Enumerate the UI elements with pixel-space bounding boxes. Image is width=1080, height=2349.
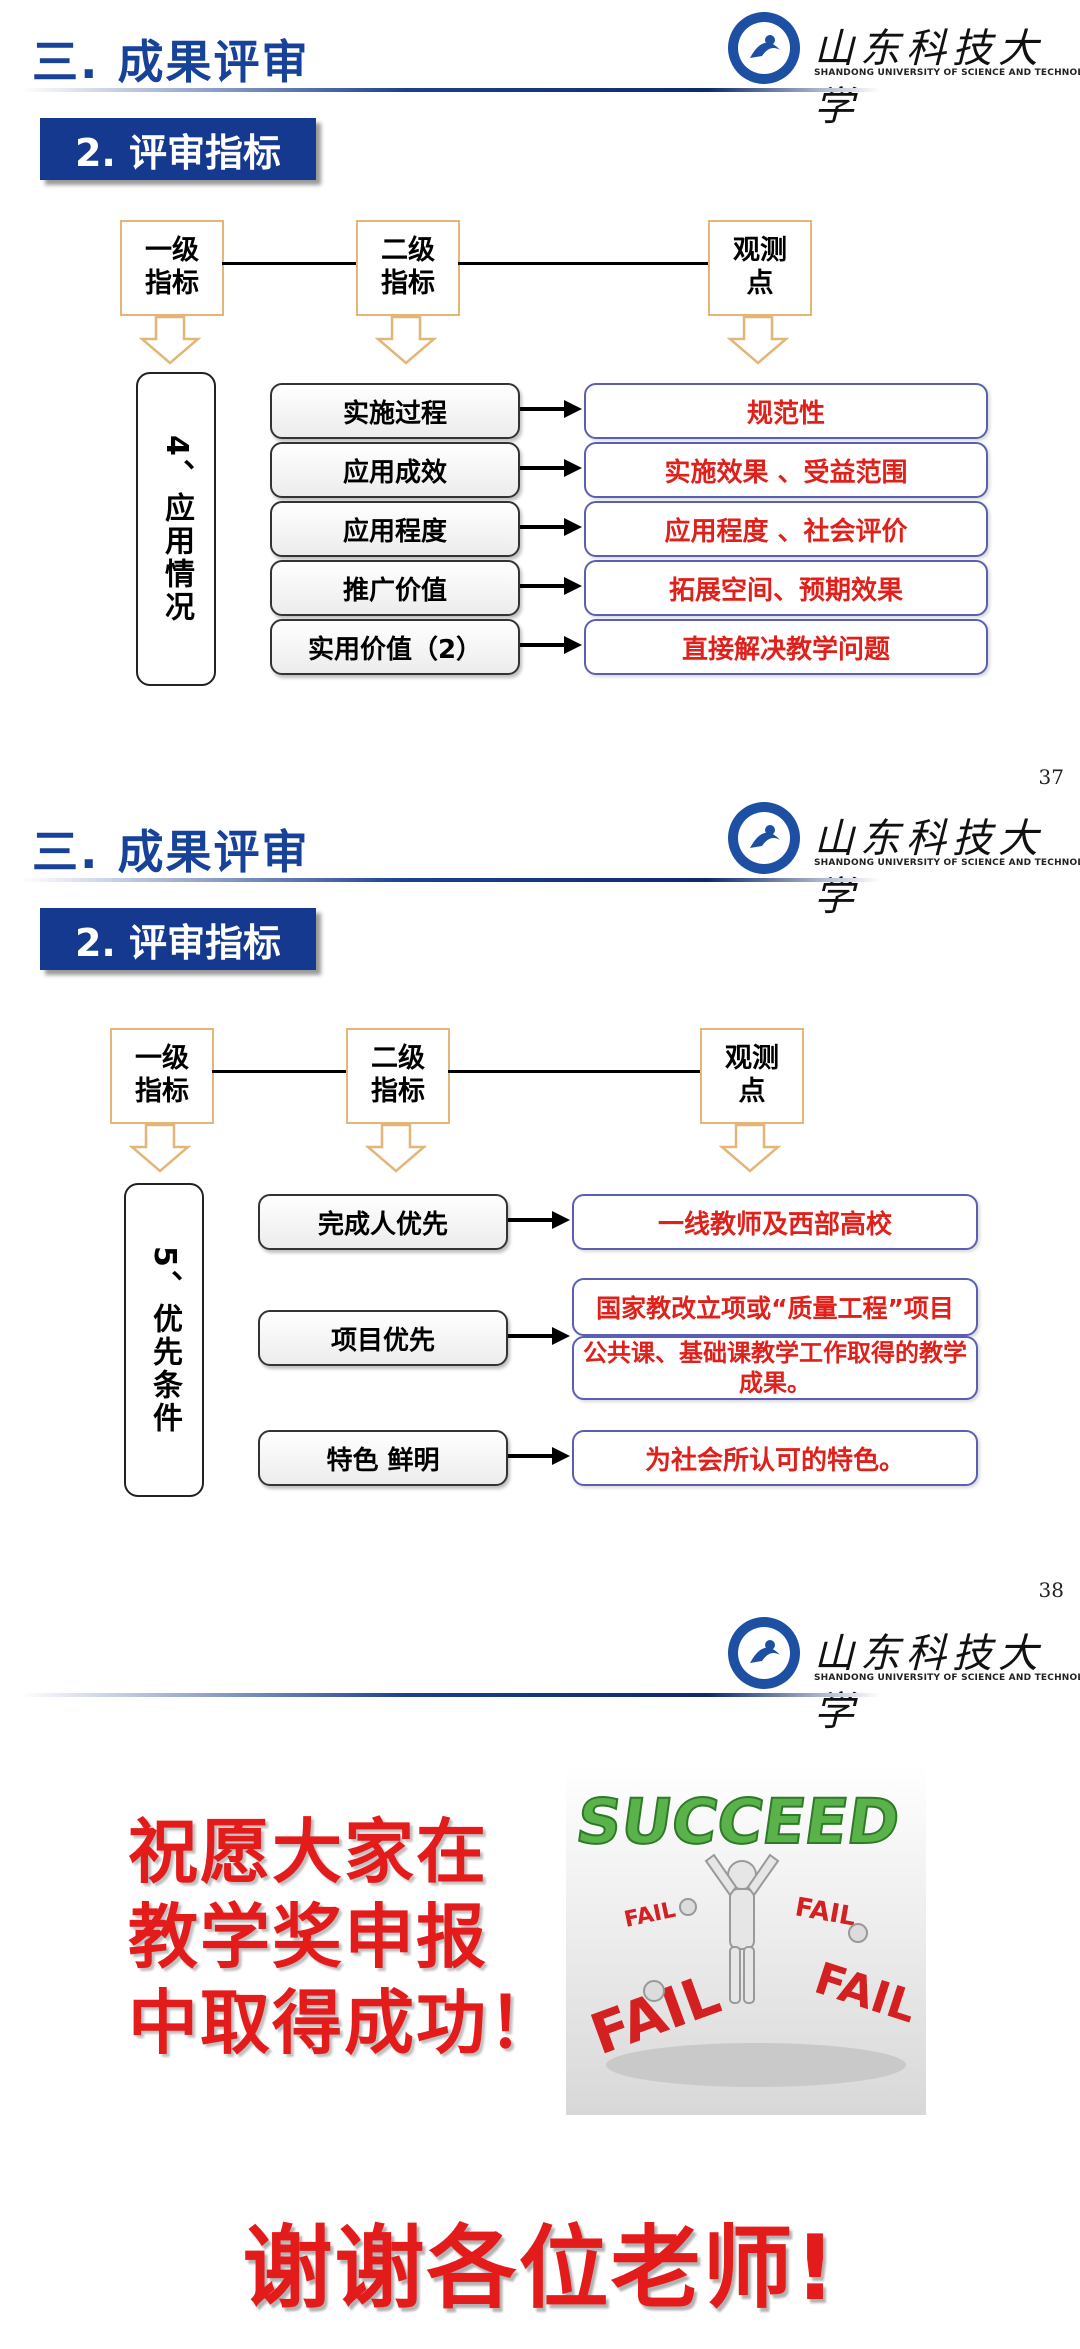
right-arrow-icon <box>520 459 582 477</box>
slide-37: 三. 成果评审 山东科技大学 SHANDONG UNIVERSITY OF SC… <box>0 0 1080 789</box>
level-3-box: 观测 点 <box>708 220 812 316</box>
wish-text: 祝愿大家在 教学奖申报 中取得成功！ <box>128 1810 560 2066</box>
right-arrow-icon <box>520 636 582 654</box>
item-box: 应用程度 <box>270 501 520 557</box>
wish-line: 祝愿大家在 <box>128 1811 488 1893</box>
observation-point: 规范性 <box>584 383 988 439</box>
down-arrow-icon <box>138 315 202 365</box>
level-2-box: 二级 指标 <box>356 220 460 316</box>
observation-point: 应用程度 、社会评价 <box>584 501 988 557</box>
thanks-text: 谢谢各位老师! <box>242 2216 838 2321</box>
university-logo: 山东科技大学 SHANDONG UNIVERSITY OF SCIENCE AN… <box>726 800 1080 920</box>
closing-slide: 山东科技大学 SHANDONG UNIVERSITY OF SCIENCE AN… <box>0 1605 1080 2349</box>
category-box: 5、优先条件 <box>124 1183 204 1497</box>
down-arrow-icon <box>128 1123 192 1173</box>
category-box: 4、应用情况 <box>136 372 216 686</box>
logo-english-name: SHANDONG UNIVERSITY OF SCIENCE AND TECHN… <box>814 68 1080 78</box>
succeed-word: SUCCEED <box>572 1785 904 1858</box>
logo-english-name: SHANDONG UNIVERSITY OF SCIENCE AND TECHN… <box>814 858 1080 868</box>
level-connector <box>222 262 356 265</box>
level-3-box: 观测 点 <box>700 1028 804 1124</box>
item-box: 完成人优先 <box>258 1194 508 1250</box>
right-arrow-icon <box>508 1327 570 1345</box>
observation-point: 实施效果 、受益范围 <box>584 442 988 498</box>
category-label: 4、应用情况 <box>159 434 194 624</box>
logo-english-name: SHANDONG UNIVERSITY OF SCIENCE AND TECHN… <box>814 1673 1080 1683</box>
observation-point: 拓展空间、预期效果 <box>584 560 988 616</box>
university-logo: 山东科技大学 SHANDONG UNIVERSITY OF SCIENCE AN… <box>726 1615 1080 1735</box>
observation-point: 公共课、基础课教学工作取得的教学成果。 <box>572 1336 978 1400</box>
logo-chinese-name: 山东科技大学 <box>814 816 1044 920</box>
page-number: 38 <box>1038 1578 1064 1602</box>
succeed-illustration: SUCCEED FAIL FAIL FAIL FAIL <box>566 1765 926 2115</box>
level-2-box: 二级 指标 <box>346 1028 450 1124</box>
header-divider <box>20 1693 880 1697</box>
down-arrow-icon <box>718 1123 782 1173</box>
page-number: 37 <box>1038 765 1064 789</box>
right-arrow-icon <box>520 400 582 418</box>
section-title: 三. 成果评审 <box>32 35 310 89</box>
item-box: 实用价值（2） <box>270 619 520 675</box>
university-logo: 山东科技大学 SHANDONG UNIVERSITY OF SCIENCE AN… <box>726 10 1080 130</box>
right-arrow-icon <box>508 1211 570 1229</box>
level-connector <box>212 1070 346 1073</box>
section-title: 三. 成果评审 <box>32 825 310 879</box>
wish-line: 教学奖申报 <box>128 1896 488 1979</box>
university-emblem-icon <box>728 12 800 84</box>
observation-point: 直接解决教学问题 <box>584 619 988 675</box>
item-box: 推广价值 <box>270 560 520 616</box>
logo-chinese-name: 山东科技大学 <box>814 26 1044 130</box>
down-arrow-icon <box>364 1123 428 1173</box>
observation-point: 为社会所认可的特色。 <box>572 1430 978 1486</box>
wish-line: 中取得成功！ <box>128 1981 560 2064</box>
right-arrow-icon <box>508 1447 570 1465</box>
observation-point: 一线教师及西部高校 <box>572 1194 978 1250</box>
header-divider <box>20 88 880 92</box>
item-box: 特色 鲜明 <box>258 1430 508 1486</box>
header-divider <box>20 878 880 882</box>
level-1-box: 一级 指标 <box>110 1028 214 1124</box>
item-box: 应用成效 <box>270 442 520 498</box>
slide-38: 三. 成果评审 山东科技大学 SHANDONG UNIVERSITY OF SC… <box>0 790 1080 1610</box>
item-box: 项目优先 <box>258 1310 508 1366</box>
subtitle-banner: 2. 评审指标 <box>40 908 316 970</box>
observation-point: 国家教改立项或“质量工程”项目 <box>572 1278 978 1336</box>
level-connector <box>458 262 708 265</box>
university-emblem-icon <box>728 802 800 874</box>
item-box: 实施过程 <box>270 383 520 439</box>
university-emblem-icon <box>728 1617 800 1689</box>
subtitle-banner: 2. 评审指标 <box>40 118 316 180</box>
category-label: 5、优先条件 <box>147 1245 182 1435</box>
level-1-box: 一级 指标 <box>120 220 224 316</box>
right-arrow-icon <box>520 518 582 536</box>
down-arrow-icon <box>726 315 790 365</box>
level-connector <box>448 1070 700 1073</box>
down-arrow-icon <box>374 315 438 365</box>
right-arrow-icon <box>520 577 582 595</box>
